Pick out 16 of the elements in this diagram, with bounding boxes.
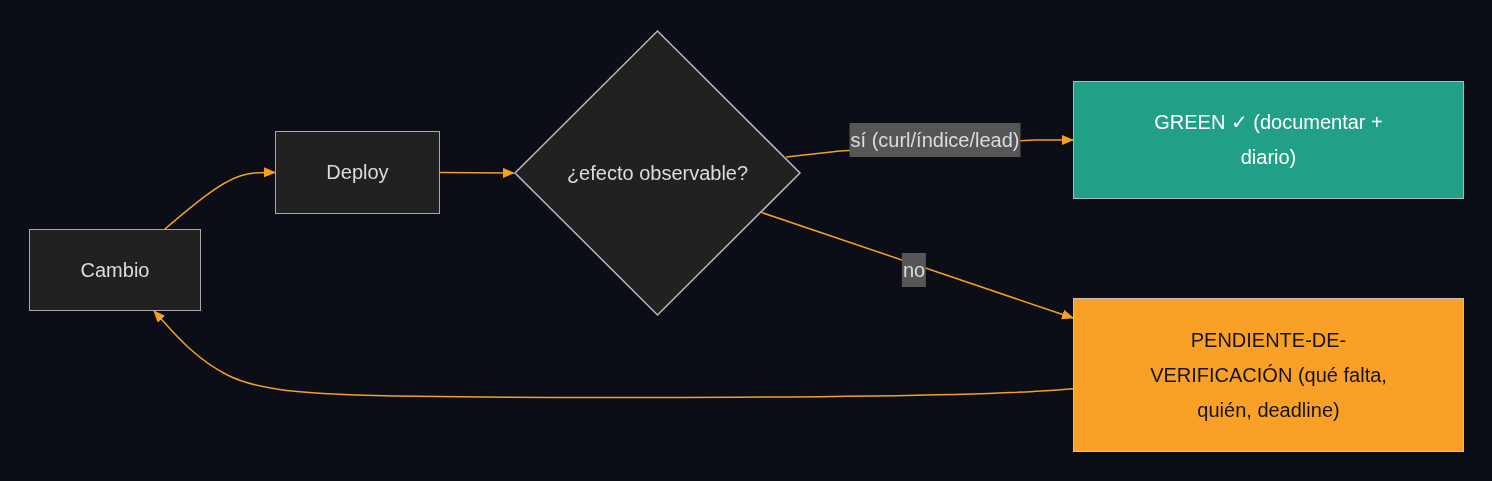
arrow <box>439 167 515 178</box>
node-label: Cambio <box>80 257 150 283</box>
node-label: GREEN ✓ (documentar + diario) <box>1153 110 1384 170</box>
pending-box <box>1073 298 1464 452</box>
edge-label: no <box>901 253 927 287</box>
arrow <box>164 167 276 230</box>
node-label: ¿efecto observable? <box>566 160 749 186</box>
success-box <box>1073 81 1464 199</box>
decision-diamond <box>514 30 801 316</box>
arrow <box>153 310 1074 399</box>
process-box <box>275 131 440 214</box>
arrow <box>759 211 1074 320</box>
process-box <box>29 229 201 311</box>
node-label: PENDIENTE-DE-VERIFICACIÓN (qué falta, quién, deadline) <box>1149 327 1388 423</box>
edge-label: sí (curl/índice/lead) <box>849 123 1021 157</box>
node-label: Deploy <box>326 160 389 185</box>
